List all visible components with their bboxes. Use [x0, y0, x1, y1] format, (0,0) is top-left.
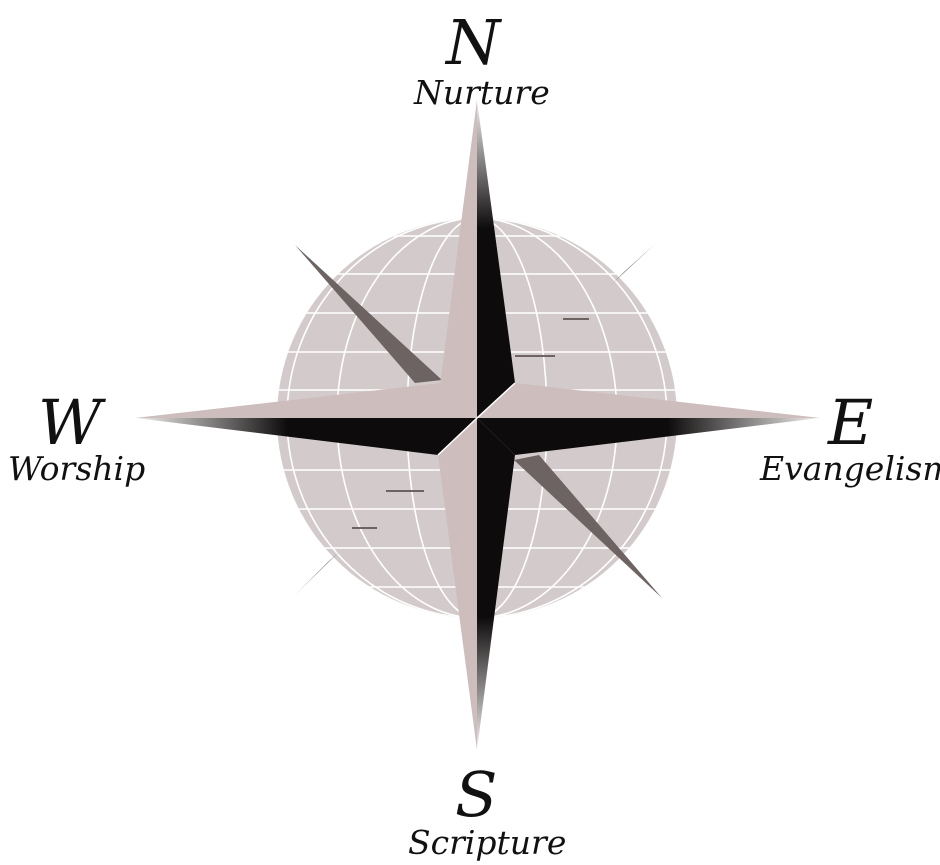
east-label: Evangelism: [760, 452, 940, 485]
west-letter: W: [38, 392, 102, 454]
south-letter: S: [455, 764, 497, 826]
east-letter: E: [828, 392, 873, 454]
south-label: Scripture: [408, 826, 566, 859]
north-letter: N: [446, 12, 500, 74]
southwest-point: [295, 552, 339, 595]
west-label: Worship: [8, 452, 145, 485]
north-label: Nurture: [414, 76, 550, 109]
star-dark-faces: [135, 100, 820, 750]
